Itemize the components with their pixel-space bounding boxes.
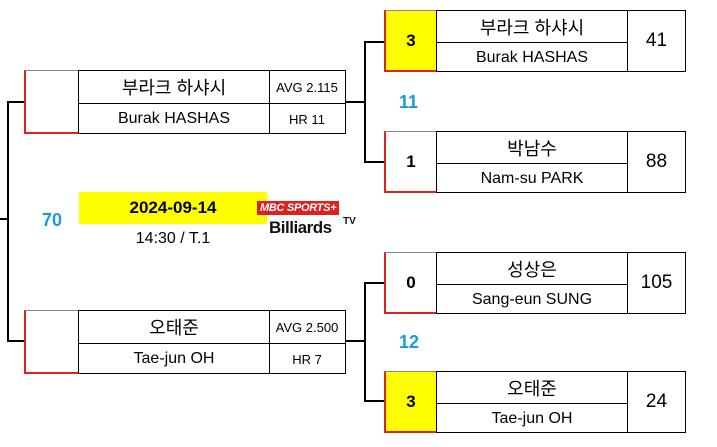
stats-box: AVG 2.500 HR 7 bbox=[269, 310, 346, 374]
score-box-empty bbox=[24, 70, 79, 134]
divider bbox=[269, 343, 345, 344]
bracket-line bbox=[7, 101, 25, 103]
total-points: 88 bbox=[627, 131, 686, 193]
logo-tv-text: TV bbox=[343, 216, 356, 227]
player-name-korean: 부라크 하샤시 bbox=[121, 78, 227, 98]
player-name-english: Tae-jun OH bbox=[491, 409, 573, 427]
player-name-box: 성상은 Sang-eun SUNG bbox=[436, 252, 628, 314]
player-name-english: Tae-jun OH bbox=[133, 350, 215, 367]
bracket-line bbox=[7, 101, 9, 342]
player-name-english: Nam-su PARK bbox=[480, 169, 584, 187]
player-name-korean: 오태준 bbox=[507, 378, 557, 399]
bracket-line bbox=[364, 41, 384, 43]
bracket-line bbox=[7, 340, 25, 342]
total-points: 24 bbox=[627, 371, 686, 433]
bottom-match-number: 12 bbox=[399, 332, 420, 352]
player-name-box: 오태준 Tae-jun OH bbox=[436, 371, 628, 433]
divider bbox=[437, 163, 627, 164]
player-name-box: 부라크 하샤시 Burak HASHAS bbox=[436, 10, 628, 72]
hr-stat: HR 11 bbox=[289, 111, 325, 127]
divider bbox=[269, 103, 345, 104]
divider bbox=[79, 343, 269, 344]
match-score: 3 bbox=[384, 10, 436, 72]
divider bbox=[79, 103, 269, 104]
player-name-korean: 부라크 하샤시 bbox=[479, 17, 585, 38]
hr-stat: HR 7 bbox=[292, 351, 322, 367]
match-score: 1 bbox=[384, 131, 436, 193]
player-name-korean: 박남수 bbox=[507, 138, 557, 159]
bracket-line bbox=[364, 400, 384, 402]
match-score: 0 bbox=[384, 252, 436, 314]
player-name-korean: 오태준 bbox=[149, 318, 199, 338]
match-date: 2024-09-14 bbox=[79, 192, 267, 224]
player-name-box: 부라크 하샤시 Burak HASHAS bbox=[78, 70, 270, 134]
mbc-sports-billiards-logo: MBC SPORTS+ Billiards TV bbox=[257, 199, 361, 243]
bracket-line bbox=[0, 218, 8, 220]
stats-box: AVG 2.115 HR 11 bbox=[269, 70, 346, 134]
total-points: 41 bbox=[627, 10, 686, 72]
score-box-empty bbox=[24, 310, 79, 374]
match-time-table: 14:30 / T.1 bbox=[135, 230, 211, 247]
bracket-line bbox=[345, 340, 365, 342]
avg-stat: AVG 2.115 bbox=[276, 79, 338, 95]
divider bbox=[437, 403, 627, 404]
divider bbox=[437, 284, 627, 285]
final-match-number: 70 bbox=[42, 210, 63, 230]
total-points: 105 bbox=[627, 252, 686, 314]
bracket-line bbox=[345, 101, 365, 103]
player-name-english: Sang-eun SUNG bbox=[471, 290, 593, 308]
bracket-line bbox=[364, 41, 366, 163]
bracket-line bbox=[364, 282, 384, 284]
match-score: 3 bbox=[384, 371, 436, 433]
player-name-box: 오태준 Tae-jun OH bbox=[78, 310, 270, 374]
bracket-line bbox=[364, 282, 366, 402]
bracket-line bbox=[364, 161, 384, 163]
divider bbox=[437, 42, 627, 43]
player-name-box: 박남수 Nam-su PARK bbox=[436, 131, 628, 193]
logo-top-text: MBC SPORTS+ bbox=[257, 201, 340, 215]
player-name-english: Burak HASHAS bbox=[475, 48, 589, 66]
logo-billiards-text: Billiards bbox=[269, 218, 332, 237]
player-name-english: Burak HASHAS bbox=[117, 110, 231, 127]
avg-stat: AVG 2.500 bbox=[275, 319, 339, 335]
player-name-korean: 성상은 bbox=[507, 259, 557, 280]
top-match-number: 11 bbox=[399, 92, 419, 112]
